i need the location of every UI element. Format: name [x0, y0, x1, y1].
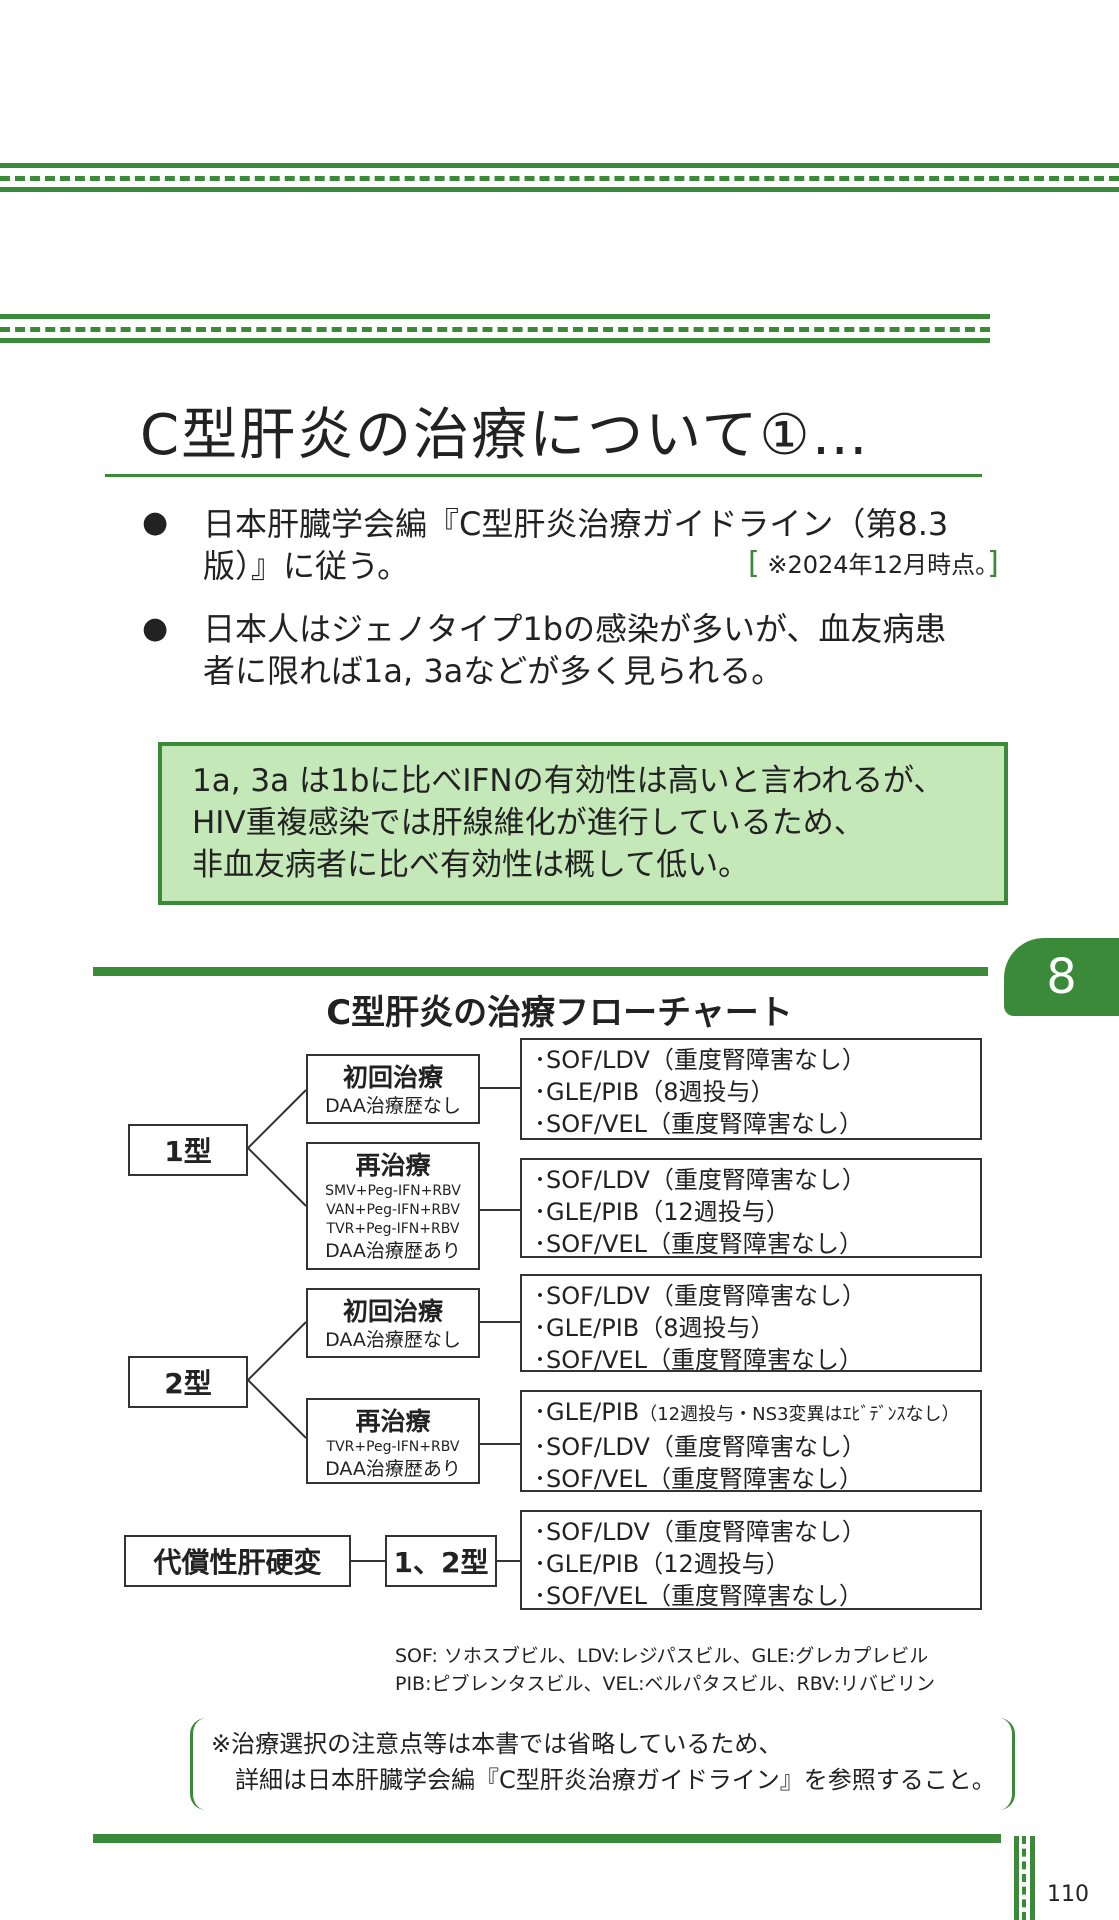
bullet-item-2: 日本人はジェノタイプ1bの感染が多いが、血友病患 者に限れば1a, 3aなどが多… [203, 608, 946, 692]
rx3-line-2: ･GLE/PIB（8週投与） [534, 1314, 775, 1342]
cirrhosis-genotype-box: 1、2型 [385, 1535, 497, 1587]
chapter-tab: 8 [1004, 938, 1119, 1016]
footnote-line-1: ※治療選択の注意点等は本書では省略しているため、 [211, 1730, 783, 1758]
rx4-line-1-main: ･GLE/PIB [534, 1398, 640, 1426]
callout-line-2: HIV重複感染では肝線維化が進行しているため、 [192, 805, 865, 841]
callout-line-1: 1a, 3a は1bに比べIFNの有効性は高いと言われるが、 [192, 763, 945, 799]
t1-initial-box: 初回治療 DAA治療歴なし [306, 1054, 480, 1124]
bullet-2-line-1: 日本人はジェノタイプ1bの感染が多いが、血友病患 [203, 610, 947, 648]
t1-retreat-box: 再治療 SMV+Peg-IFN+RBV VAN+Peg-IFN+RBV TVR+… [306, 1142, 480, 1270]
callout-line-3: 非血友病者に比べ有効性は概して低い。 [192, 847, 750, 883]
page-edge-dash [1022, 1836, 1026, 1920]
page-title: C型肝炎の治療について①… [140, 403, 870, 468]
t1-initial-heading: 初回治療 [342, 1063, 443, 1092]
bullet-2-line-2: 者に限れば1a, 3aなどが多く見られる。 [203, 652, 784, 690]
t2-initial-box: 初回治療 DAA治療歴なし [306, 1288, 480, 1358]
rx-box-t2-retreat: ･GLE/PIB（12週投与・NS3変異はｴﾋﾞﾃﾞﾝｽなし） ･SOF/LDV… [520, 1390, 982, 1493]
t1-initial-sub: DAA治療歴なし [325, 1095, 461, 1117]
rx1-line-3: ･SOF/VEL（重度腎障害なし） [534, 1110, 863, 1138]
header-line-top-2 [0, 187, 1119, 192]
t2-retreat-box: 再治療 TVR+Peg-IFN+RBV DAA治療歴あり [306, 1398, 480, 1484]
abbreviation-legend: SOF: ソホスブビル、LDV:レジパスビル、GLE:グレカプレビル PIB:ピ… [395, 1642, 935, 1698]
t2-retreat-heading: 再治療 [355, 1407, 431, 1436]
page-number: 110 [1047, 1882, 1089, 1907]
section-divider [93, 967, 988, 976]
t2-retreat-sub: DAA治療歴あり [325, 1458, 461, 1480]
header-dash-1 [0, 176, 1119, 181]
title-underline [105, 474, 982, 477]
header-line-mid-1 [0, 314, 990, 319]
timestamp-note: [ ※2024年12月時点。] [748, 546, 999, 581]
flowchart-title: C型肝炎の治療フローチャート [326, 993, 793, 1033]
abbreviation-line-2: PIB:ピブレンタスビル、VEL:ベルパタスビル、RBV:リバビリン [395, 1673, 935, 1695]
rx-box-t1-retreat: ･SOF/LDV（重度腎障害なし） ･GLE/PIB（12週投与） ･SOF/V… [520, 1158, 982, 1258]
bottom-divider [93, 1834, 1001, 1843]
t1-retreat-heading: 再治療 [355, 1151, 431, 1180]
header-line-mid-2 [0, 338, 990, 343]
bullet-mark-1: ● [142, 505, 169, 540]
t1-retreat-sub: DAA治療歴あり [325, 1240, 461, 1262]
rx5-line-3: ･SOF/VEL（重度腎障害なし） [534, 1582, 863, 1610]
rx4-line-1: ･GLE/PIB（12週投与・NS3変異はｴﾋﾞﾃﾞﾝｽなし） [534, 1396, 980, 1431]
footnote-line-2: 詳細は日本肝臓学会編『C型肝炎治療ガイドライン』を参照すること。 [211, 1766, 996, 1794]
bullet-mark-2: ● [142, 611, 169, 646]
rx-box-t2-initial: ･SOF/LDV（重度腎障害なし） ･GLE/PIB（8週投与） ･SOF/VE… [520, 1274, 982, 1374]
rx4-line-2: ･SOF/LDV（重度腎障害なし） [534, 1433, 866, 1461]
rx5-line-1: ･SOF/LDV（重度腎障害なし） [534, 1518, 866, 1546]
header-line-top-1 [0, 163, 1119, 168]
timestamp-note-text: ※2024年12月時点。 [767, 551, 988, 579]
rx4-line-3: ･SOF/VEL（重度腎障害なし） [534, 1465, 863, 1493]
genotype-2-box: 2型 [128, 1356, 248, 1408]
t1-retreat-regimen-2: VAN+Peg-IFN+RBV [326, 1202, 460, 1218]
t2-initial-heading: 初回治療 [342, 1297, 443, 1326]
rx1-line-1: ･SOF/LDV（重度腎障害なし） [534, 1046, 866, 1074]
rx-box-t1-initial: ･SOF/LDV（重度腎障害なし） ･GLE/PIB（8週投与） ･SOF/VE… [520, 1038, 982, 1140]
t2-retreat-regimen-1: TVR+Peg-IFN+RBV [326, 1439, 460, 1455]
bullet-1-line-2: 版）』に従う。 [203, 547, 410, 585]
bullet-1-line-1: 日本肝臓学会編『C型肝炎治療ガイドライン（第8.3 [203, 505, 949, 543]
page-edge-line-2 [1030, 1836, 1035, 1920]
rx1-line-2: ･GLE/PIB（8週投与） [534, 1078, 775, 1106]
callout-box: 1a, 3a は1bに比べIFNの有効性は高いと言われるが、 HIV重複感染では… [158, 742, 1008, 905]
abbreviation-line-1: SOF: ソホスブビル、LDV:レジパスビル、GLE:グレカプレビル [395, 1645, 929, 1667]
footnote-box: ※治療選択の注意点等は本書では省略しているため、 詳細は日本肝臓学会編『C型肝炎… [190, 1718, 1015, 1810]
page-edge-line-1 [1014, 1836, 1019, 1920]
rx3-line-1: ･SOF/LDV（重度腎障害なし） [534, 1282, 866, 1310]
cirrhosis-box: 代償性肝硬変 [124, 1535, 351, 1587]
rx3-line-3: ･SOF/VEL（重度腎障害なし） [534, 1346, 863, 1374]
bullet-item-1: 日本肝臓学会編『C型肝炎治療ガイドライン（第8.3 版）』に従う。 [203, 503, 948, 587]
header-dash-2 [0, 327, 990, 332]
rx2-line-3: ･SOF/VEL（重度腎障害なし） [534, 1230, 863, 1258]
genotype-1-box: 1型 [128, 1124, 248, 1176]
rx2-line-1: ･SOF/LDV（重度腎障害なし） [534, 1166, 866, 1194]
rx4-line-1-note: （12週投与・NS3変異はｴﾋﾞﾃﾞﾝｽなし） [639, 1404, 960, 1425]
rx-box-cirrhosis: ･SOF/LDV（重度腎障害なし） ･GLE/PIB（12週投与） ･SOF/V… [520, 1510, 982, 1610]
t2-initial-sub: DAA治療歴なし [325, 1329, 461, 1351]
t1-retreat-regimen-1: SMV+Peg-IFN+RBV [325, 1183, 461, 1199]
rx2-line-2: ･GLE/PIB（12週投与） [534, 1198, 790, 1226]
t1-retreat-regimen-3: TVR+Peg-IFN+RBV [326, 1221, 460, 1237]
rx5-line-2: ･GLE/PIB（12週投与） [534, 1550, 790, 1578]
